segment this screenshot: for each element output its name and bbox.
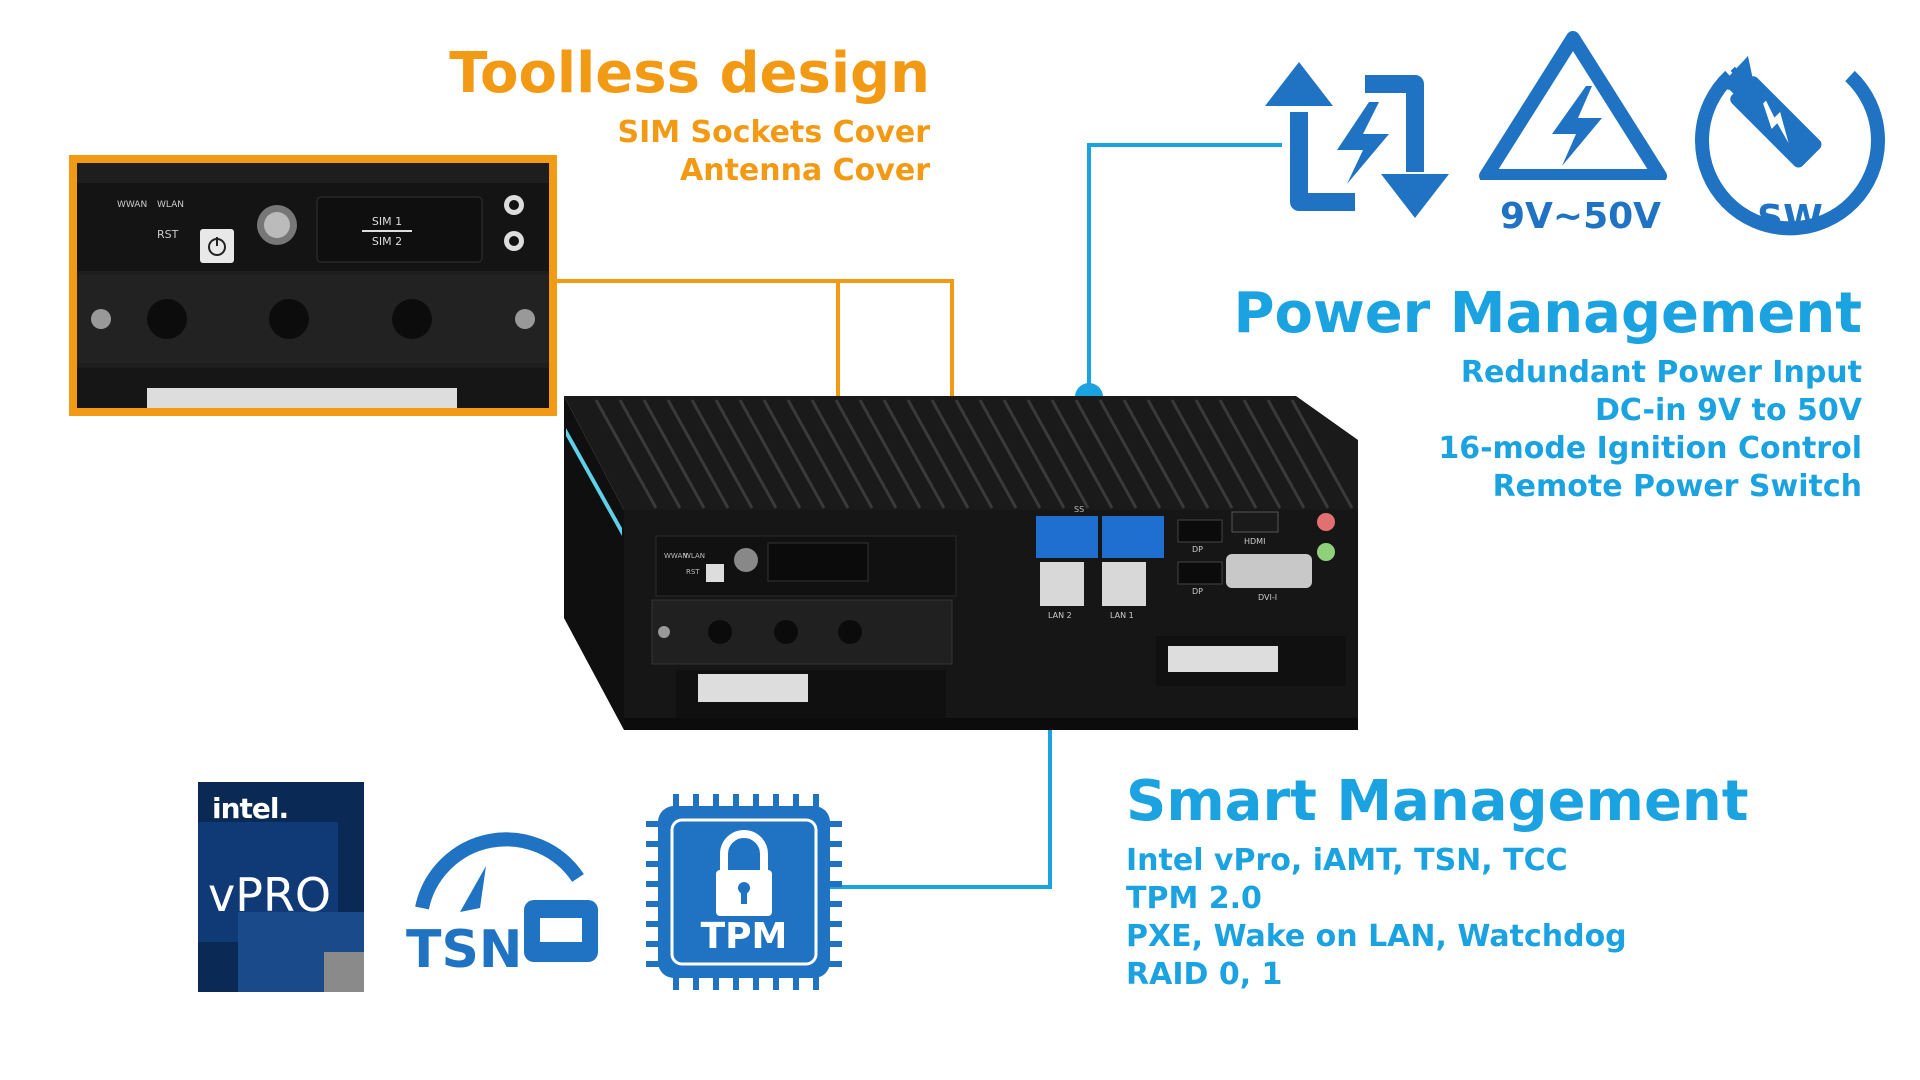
device-lan2-label: LAN 2 (1048, 611, 1072, 620)
device-rst-label: RST (686, 568, 700, 576)
switch-caption: SW (1757, 198, 1823, 239)
power-section: Power Management Redundant Power Input D… (1233, 286, 1862, 506)
smart-connector (830, 663, 1052, 889)
tpm-chip-icon (646, 794, 842, 990)
toolless-section: Toolless design SIM Sockets Cover Antenn… (449, 46, 930, 190)
device-lan1-label: LAN 1 (1110, 611, 1134, 620)
tsn-gauge-icon (415, 832, 598, 962)
device-dp1-label: DP (1192, 545, 1203, 554)
power-connector (1087, 143, 1282, 397)
intel-brand-text: intel. (212, 792, 289, 825)
zoom-panel-illustration: WWAN WLAN RST SIM 1 SIM 2 (77, 163, 549, 408)
tpm-label: TPM (700, 916, 788, 957)
zoom-wlan-label: WLAN (157, 200, 184, 210)
power-item-switch: Remote Power Switch (1492, 469, 1862, 504)
zoom-rst-label: RST (157, 228, 179, 241)
smart-item-vpro: Intel vPro, iAMT, TSN, TCC (1126, 843, 1568, 878)
redundant-power-icon (1265, 62, 1449, 218)
device-usb-label: SS (1074, 505, 1084, 514)
device-illustration: WWAN WLAN RST SS LAN 2 LAN 1 DP DP HDMI … (564, 396, 1358, 730)
remote-switch-icon (1695, 56, 1885, 236)
smart-item-tpm: TPM 2.0 (1126, 881, 1262, 916)
device-dvi-label: DVI-I (1258, 593, 1277, 602)
power-item-redundant: Redundant Power Input (1460, 355, 1862, 390)
zoom-sim2-label: SIM 2 (372, 235, 402, 248)
smart-item-raid: RAID 0, 1 (1126, 957, 1283, 992)
toolless-item-sim: SIM Sockets Cover (617, 115, 930, 150)
zoom-panel: WWAN WLAN RST SIM 1 SIM 2 (69, 155, 557, 416)
device-hdmi-label: HDMI (1244, 537, 1265, 546)
smart-item-pxe: PXE, Wake on LAN, Watchdog (1126, 919, 1627, 954)
device-wlan-label: WLAN (684, 552, 705, 560)
toolless-title: Toolless design (449, 41, 930, 106)
zoom-wwan-label: WWAN (117, 200, 147, 210)
zoom-sim1-label: SIM 1 (372, 215, 402, 228)
intel-vpro-logo: intel. vPRO (198, 782, 364, 992)
voltage-warning-icon (1479, 31, 1667, 180)
toolless-item-antenna: Antenna Cover (680, 153, 930, 188)
device-dp2-label: DP (1192, 587, 1203, 596)
tsn-label: TSN (406, 920, 523, 980)
smart-section: Smart Management Intel vPro, iAMT, TSN, … (1126, 774, 1749, 994)
power-item-dc: DC-in 9V to 50V (1594, 393, 1862, 428)
vpro-text: vPRO (208, 868, 332, 922)
power-title: Power Management (1233, 281, 1862, 346)
device-wwan-label: WWAN (664, 552, 688, 560)
power-item-ignition: 16-mode Ignition Control (1438, 431, 1862, 466)
voltage-caption: 9V~50V (1500, 196, 1662, 237)
zoom-sim-tray (316, 196, 483, 263)
smart-title: Smart Management (1126, 769, 1749, 834)
